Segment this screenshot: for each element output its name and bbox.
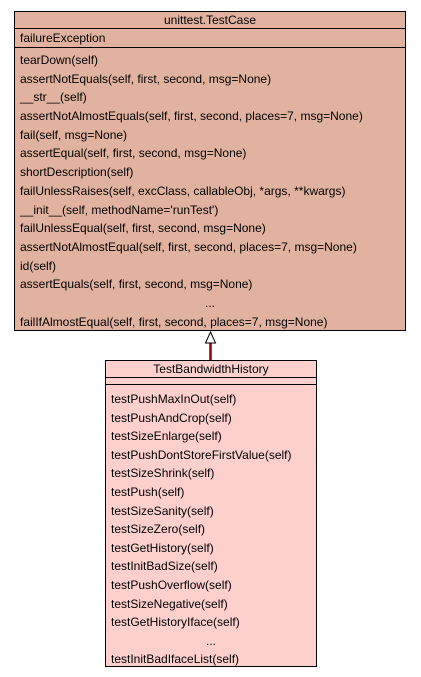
method: assertNotAlmostEquals(self, first, secon… <box>20 109 363 124</box>
method: tearDown(self) <box>20 53 99 67</box>
method: testSizeShrink(self) <box>111 466 215 481</box>
method: shortDescription(self) <box>20 165 134 180</box>
method: __init__(self, methodName='runTest') <box>20 202 219 217</box>
method: fail(self, msg=None) <box>20 127 128 142</box>
method: testInitBadIfaceList(self) <box>111 652 240 667</box>
method: testSizeEnlarge(self) <box>111 429 222 444</box>
method: failUnlessRaises(self, excClass, callabl… <box>20 183 346 198</box>
method: testPushOverflow(self) <box>111 577 232 592</box>
method: testGetHistory(self) <box>111 540 214 555</box>
method: testInitBadSize(self) <box>111 559 218 574</box>
method: testPush(self) <box>111 484 185 499</box>
method: failUnlessEqual(self, first, second, msg… <box>20 221 266 236</box>
method: assertNotEquals(self, first, second, msg… <box>20 71 272 86</box>
method: testPushDontStoreFirstValue(self) <box>111 447 292 462</box>
method: assertEquals(self, first, second, msg=No… <box>20 277 253 292</box>
method: __str__(self) <box>20 90 87 105</box>
method: testGetHistoryIface(self) <box>111 615 240 630</box>
method: testSizeSanity(self) <box>111 503 214 518</box>
class-box-testbandwidthhistory[interactable]: TestBandwidthHistory testPushMaxInOut(se… <box>105 360 317 667</box>
method-ellipsis: ... <box>205 633 216 648</box>
class-box-testcase[interactable]: unittest.TestCase failureException tearD… <box>14 11 406 331</box>
class-name: unittest.TestCase <box>15 12 405 29</box>
method-ellipsis: ... <box>204 295 215 310</box>
attribute-section: failureException <box>15 29 405 48</box>
method: id(self) <box>20 258 57 273</box>
method-section: testPushMaxInOut(self) testPushAndCrop(s… <box>106 385 316 669</box>
method: testPushMaxInOut(self) <box>111 392 237 406</box>
attribute: failureException <box>20 31 106 45</box>
method: testSizeNegative(self) <box>111 596 228 611</box>
class-name: TestBandwidthHistory <box>106 361 316 378</box>
method: assertNotAlmostEqual(self, first, second… <box>20 239 357 254</box>
method: testPushAndCrop(self) <box>111 410 232 425</box>
attribute-section <box>106 378 316 385</box>
inheritance-arrowhead <box>204 330 217 344</box>
method: failIfAlmostEqual(self, first, second, p… <box>20 314 328 329</box>
method: assertEqual(self, first, second, msg=Non… <box>20 146 247 161</box>
method: testSizeZero(self) <box>111 522 206 537</box>
method-section: tearDown(self) assertNotEquals(self, fir… <box>15 48 405 331</box>
